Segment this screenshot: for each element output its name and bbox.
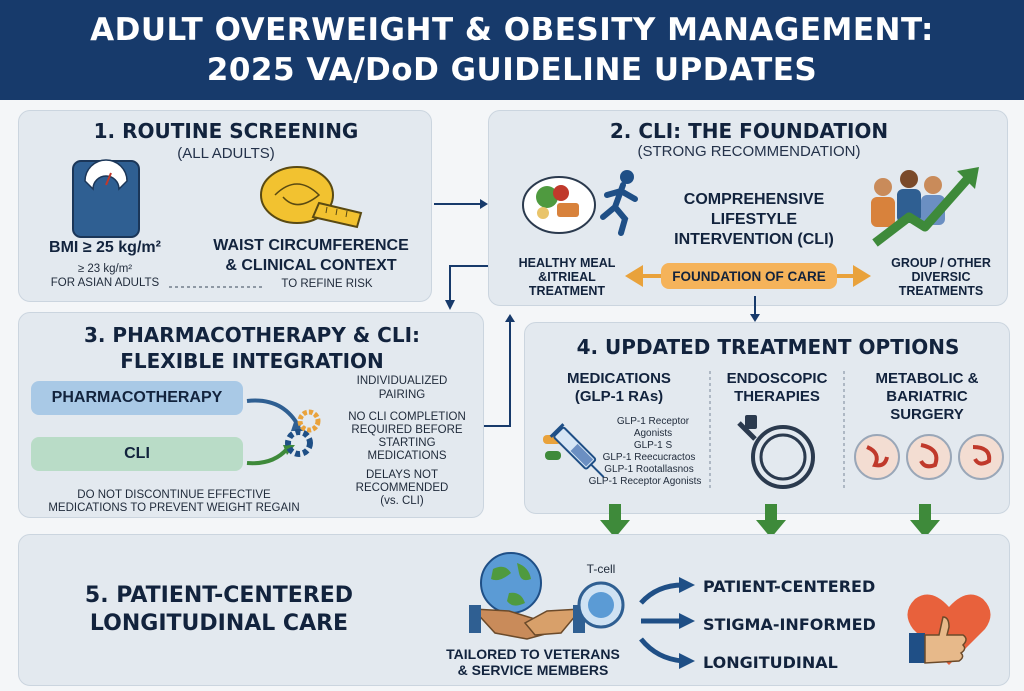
healthy-meal-label-1: HEALTHY MEAL xyxy=(518,256,616,270)
waist-label-2: & CLINICAL CONTEXT xyxy=(225,257,397,274)
down-arrow-medications xyxy=(600,504,630,538)
arrow-integration-to-cli xyxy=(484,314,515,427)
note-delays-2: RECOMMENDED xyxy=(355,482,449,494)
healthy-meal-label-3: TREATMENT xyxy=(528,284,606,298)
foundation-of-care-badge: FOUNDATION OF CARE xyxy=(661,263,837,289)
medications-label-1: MEDICATIONS xyxy=(567,370,671,387)
panel5-title-2: LONGITUDINAL CARE xyxy=(89,611,349,636)
down-arrow-surgery xyxy=(910,504,940,538)
note-individualized-2: PAIRING xyxy=(378,389,426,401)
panel1-title: 1. ROUTINE SCREENING xyxy=(93,119,359,143)
cell-icon xyxy=(577,581,625,629)
med-item-3: GLP-1 S xyxy=(633,440,673,451)
refine-risk-label: TO REFINE RISK xyxy=(281,278,373,290)
panel3-title-2: FLEXIBLE INTEGRATION xyxy=(120,349,384,373)
cli-pill: CLI xyxy=(31,437,243,471)
note-delays-3: (vs. CLI) xyxy=(380,495,424,507)
med-item-6: GLP-1 Receptor Agonists xyxy=(588,476,702,487)
column-divider-2 xyxy=(843,371,845,491)
group-growth-icon xyxy=(871,167,979,247)
cli-label-3: INTERVENTION (CLI) xyxy=(674,231,834,248)
surgery-label-1: METABOLIC & xyxy=(875,370,979,387)
med-item-2: Agonists xyxy=(633,428,673,439)
bmi-threshold: BMI ≥ 25 kg/m² xyxy=(49,239,161,256)
group-label-3: TREATMENTS xyxy=(898,284,984,298)
panel4-title: 4. UPDATED TREATMENT OPTIONS xyxy=(576,335,960,359)
arrow-screening-to-cli xyxy=(434,199,488,209)
cli-label-2: LIFESTYLE xyxy=(710,211,798,228)
column-divider xyxy=(709,371,711,491)
group-label-2: DIVERSIC xyxy=(911,270,971,284)
tailored-label-1: TAILORED TO VETERANS xyxy=(446,646,620,662)
arrow-cli-to-pharma xyxy=(445,265,488,310)
scale-icon xyxy=(72,159,140,238)
endoscopic-label-2: THERAPIES xyxy=(734,388,820,405)
refine-dashed-line xyxy=(169,286,264,288)
title-line-2: 2025 VA/DoD GUIDELINE UPDATES xyxy=(206,52,818,88)
group-label-1: GROUP / OTHER xyxy=(891,256,991,270)
outcome-stigma-informed: STIGMA-INFORMED xyxy=(703,615,876,634)
down-arrow-endoscopic xyxy=(756,504,786,538)
healthy-meal-icon xyxy=(522,176,596,234)
endoscope-icon xyxy=(737,415,815,489)
outcome-longitudinal: LONGITUDINAL xyxy=(703,653,838,672)
panel-longitudinal-care: 5. PATIENT-CENTERED LONGITUDINAL CARE T-… xyxy=(18,534,1010,686)
header-banner: ADULT OVERWEIGHT & OBESITY MANAGEMENT: 2… xyxy=(0,0,1024,100)
healthy-meal-label-2: &ITRIEAL xyxy=(538,270,596,284)
waist-label-1: WAIST CIRCUMFERENCE xyxy=(213,237,409,254)
tape-measure-icon xyxy=(260,166,363,229)
runner-icon xyxy=(600,170,638,236)
heart-thumbs-up-icon xyxy=(907,594,991,665)
panel2-title: 2. CLI: THE FOUNDATION xyxy=(609,119,889,143)
note-no-cli-1: NO CLI COMPLETION xyxy=(348,411,466,423)
cli-label-1: COMPREHENSIVE xyxy=(683,191,825,208)
panel-cli-foundation: 2. CLI: THE FOUNDATION (STRONG RECOMMEND… xyxy=(488,110,1008,306)
note-no-cli-4: MEDICATIONS xyxy=(367,450,447,462)
note-no-cli-3: STARTING xyxy=(378,437,436,449)
outcome-arrows xyxy=(639,577,695,669)
note-individualized-1: INDIVIDUALIZED xyxy=(356,375,448,387)
tcell-label: T-cell xyxy=(586,562,616,576)
med-item-5: GLP-1 Rootallasnos xyxy=(604,464,694,475)
panel5-title-1: 5. PATIENT-CENTERED xyxy=(84,583,354,608)
pharmacotherapy-pill: PHARMACOTHERAPY xyxy=(31,381,243,415)
asian-threshold-value: ≥ 23 kg/m² xyxy=(77,263,133,275)
surgery-label-2: BARIATRIC xyxy=(886,388,968,405)
globe-handshake-icon xyxy=(469,552,585,640)
title-line-1: ADULT OVERWEIGHT & OBESITY MANAGEMENT: xyxy=(90,12,934,48)
outcome-patient-centered: PATIENT-CENTERED xyxy=(703,577,876,596)
panel3-title-1: 3. PHARMACOTHERAPY & CLI: xyxy=(83,323,421,347)
note-delays-1: DELAYS NOT xyxy=(366,469,438,481)
surgery-label-3: SURGERY xyxy=(890,406,964,423)
med-item-4: GLP-1 Reecucractos xyxy=(602,452,696,463)
panel2-subtitle: (STRONG RECOMMENDATION) xyxy=(637,143,861,160)
stomach-icons xyxy=(854,434,1004,480)
panel-pharmacotherapy-integration: 3. PHARMACOTHERAPY & CLI: FLEXIBLE INTEG… xyxy=(18,312,484,518)
tailored-label-2: & SERVICE MEMBERS xyxy=(457,662,609,678)
endoscopic-label-1: ENDOSCOPIC xyxy=(726,370,828,387)
panel1-subtitle: (ALL ADULTS) xyxy=(177,145,275,162)
medications-label-2: (GLP-1 RAs) xyxy=(574,388,664,405)
gears-icon xyxy=(246,398,321,466)
arrow-cli-to-options xyxy=(750,296,760,322)
regain-warning-2: MEDICATIONS TO PREVENT WEIGHT REGAIN xyxy=(48,502,300,514)
panel-treatment-options: 4. UPDATED TREATMENT OPTIONS MEDICATIONS… xyxy=(524,322,1010,514)
asian-threshold-label: FOR ASIAN ADULTS xyxy=(50,277,160,289)
med-item-1: GLP-1 Receptor xyxy=(616,416,690,427)
panel-routine-screening: 1. ROUTINE SCREENING (ALL ADULTS) BMI ≥ … xyxy=(18,110,432,302)
syringe-pills-icon xyxy=(543,423,605,478)
note-no-cli-2: REQUIRED BEFORE xyxy=(351,424,463,436)
regain-warning-1: DO NOT DISCONTINUE EFFECTIVE xyxy=(77,489,271,501)
